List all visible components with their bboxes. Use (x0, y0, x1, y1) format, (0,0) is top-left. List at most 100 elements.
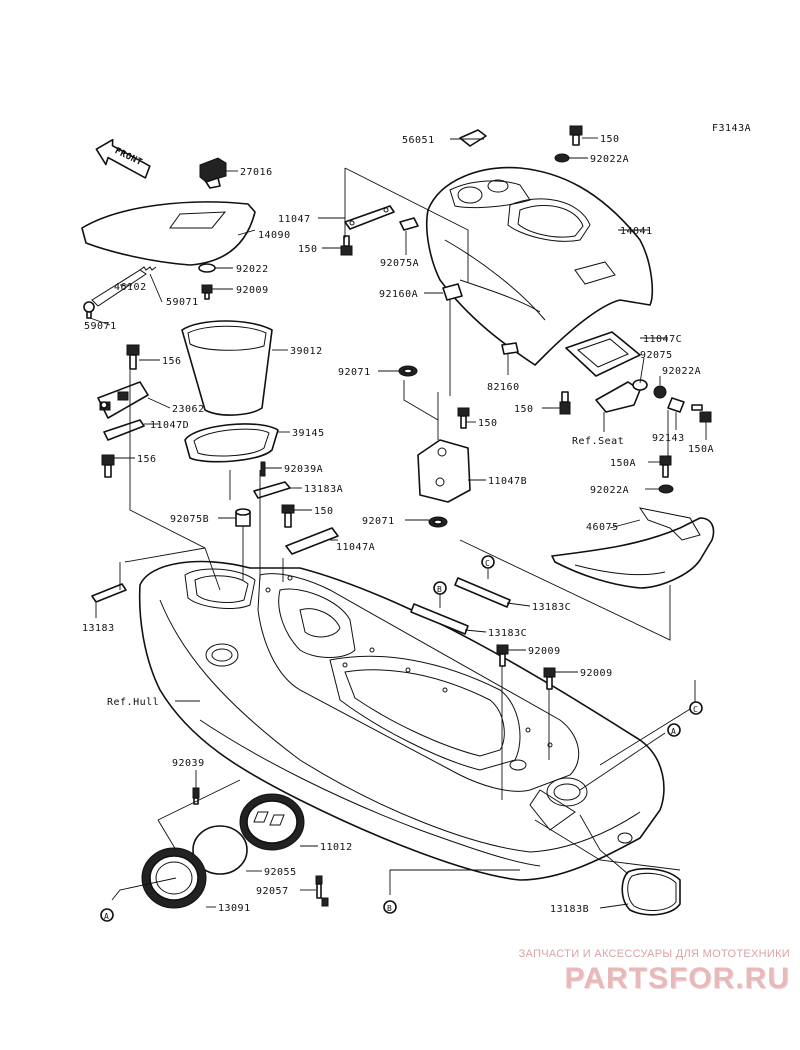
part-150-top (569, 125, 583, 146)
svg-text:B: B (387, 904, 392, 913)
part-92022A-top (554, 153, 570, 163)
part-11012 (239, 793, 305, 851)
label-13183C-upper: 13183C (532, 602, 571, 613)
label-156-lower: 156 (137, 454, 157, 465)
part-92057 (315, 875, 329, 907)
label-11012: 11012 (320, 842, 353, 853)
label-13183C-lower: 13183C (488, 628, 527, 639)
part-92075B (235, 508, 251, 527)
svg-text:C: C (485, 559, 490, 568)
label-27016: 27016 (240, 167, 273, 178)
svg-text:B: B (437, 585, 442, 594)
label-92009-right: 92009 (580, 668, 613, 679)
part-59071-spring (139, 266, 157, 271)
part-13183C-lower (410, 603, 469, 635)
label-150-mid: 150 (478, 418, 498, 429)
label-11047A: 11047A (336, 542, 375, 553)
label-46075: 46075 (586, 522, 619, 533)
label-23062: 23062 (172, 404, 205, 415)
part-92022 (198, 263, 216, 273)
label-11047D: 11047D (150, 420, 189, 431)
part-11047 (344, 205, 395, 230)
label-92022A-lower: 92022A (590, 485, 629, 496)
label-92075B: 92075B (170, 514, 209, 525)
label-92055: 92055 (264, 867, 297, 878)
front-arrow: FRONT (95, 138, 151, 179)
part-92160A (442, 283, 463, 301)
label-156-upper: 156 (162, 356, 182, 367)
label-13183B: 13183B (550, 904, 589, 915)
part-13183C-upper (454, 577, 511, 608)
label-92022: 92022 (236, 264, 269, 275)
label-92143: 92143 (652, 433, 685, 444)
svg-text:A: A (671, 727, 676, 736)
label-ref-seat: Ref.Seat (572, 436, 624, 447)
label-92009-center: 92009 (528, 646, 561, 657)
diagram-code: F3143A (712, 123, 751, 134)
label-92039A: 92039A (284, 464, 323, 475)
label-92057: 92057 (256, 886, 289, 897)
label-92160A: 92160A (379, 289, 418, 300)
label-59071-right: 59071 (166, 297, 199, 308)
part-13183 (91, 583, 127, 603)
svg-text:A: A (104, 912, 109, 921)
part-11047C (565, 331, 641, 377)
part-156-upper (126, 344, 140, 370)
part-labels: 56051 150 92022A 27016 11047 14041 14090… (82, 134, 714, 915)
part-11047B (417, 439, 471, 503)
label-82160: 82160 (487, 382, 520, 393)
part-11047A (285, 527, 339, 555)
callout-a-right: A (667, 723, 681, 737)
label-150-seat: 150 (514, 404, 534, 415)
label-150-top: 150 (600, 134, 620, 145)
label-39145: 39145 (292, 428, 325, 439)
label-150A-mid: 150A (610, 458, 636, 469)
label-150-lower: 150 (314, 506, 334, 517)
label-92022A-top: 92022A (590, 154, 629, 165)
part-seat-latch (595, 379, 712, 423)
label-92022A-right: 92022A (662, 366, 701, 377)
label-14090: 14090 (258, 230, 291, 241)
label-39012: 39012 (290, 346, 323, 357)
label-13183A: 13183A (304, 484, 343, 495)
callout-b-upper: B (433, 581, 447, 595)
part-13183A (253, 481, 291, 499)
label-92009-upper: 92009 (236, 285, 269, 296)
label-13183: 13183 (82, 623, 115, 634)
part-13183B (621, 867, 681, 916)
part-14041 (425, 166, 654, 366)
part-82160 (501, 342, 519, 355)
part-39145 (184, 423, 279, 463)
part-156-lower (101, 454, 115, 478)
leader-lines (89, 137, 707, 909)
label-92075A: 92075A (380, 258, 419, 269)
part-150A-mid (659, 455, 672, 478)
watermark-tagline: ЗАПЧАСТИ И АКСЕССУАРЫ ДЛЯ МОТОТЕХНИКИ (518, 948, 790, 960)
part-14090 (81, 201, 256, 266)
part-92055 (192, 825, 248, 875)
part-92075A (399, 217, 419, 231)
label-59071-left: 59071 (84, 321, 117, 332)
part-27016 (199, 157, 227, 189)
label-ref-hull: Ref.Hull (107, 697, 159, 708)
part-23062 (97, 381, 149, 419)
part-150-mid (457, 407, 470, 429)
label-11047B: 11047B (488, 476, 527, 487)
label-92071-upper: 92071 (338, 367, 371, 378)
part-59071-pin (83, 301, 95, 319)
label-11047C: 11047C (643, 334, 682, 345)
svg-text:C: C (693, 705, 698, 714)
part-92071-lower (428, 516, 448, 528)
label-150-left: 150 (298, 244, 318, 255)
callout-c-upper: C (481, 555, 495, 569)
watermark: ЗАПЧАСТИ И АКСЕССУАРЫ ДЛЯ МОТОТЕХНИКИ PA… (470, 948, 790, 996)
label-150A-right: 150A (688, 444, 714, 455)
part-39012 (181, 320, 273, 416)
part-92009-upper (201, 284, 213, 300)
part-92039A (260, 461, 266, 477)
label-13091: 13091 (218, 903, 251, 914)
part-150-left (340, 235, 353, 256)
part-46102 (91, 269, 147, 307)
